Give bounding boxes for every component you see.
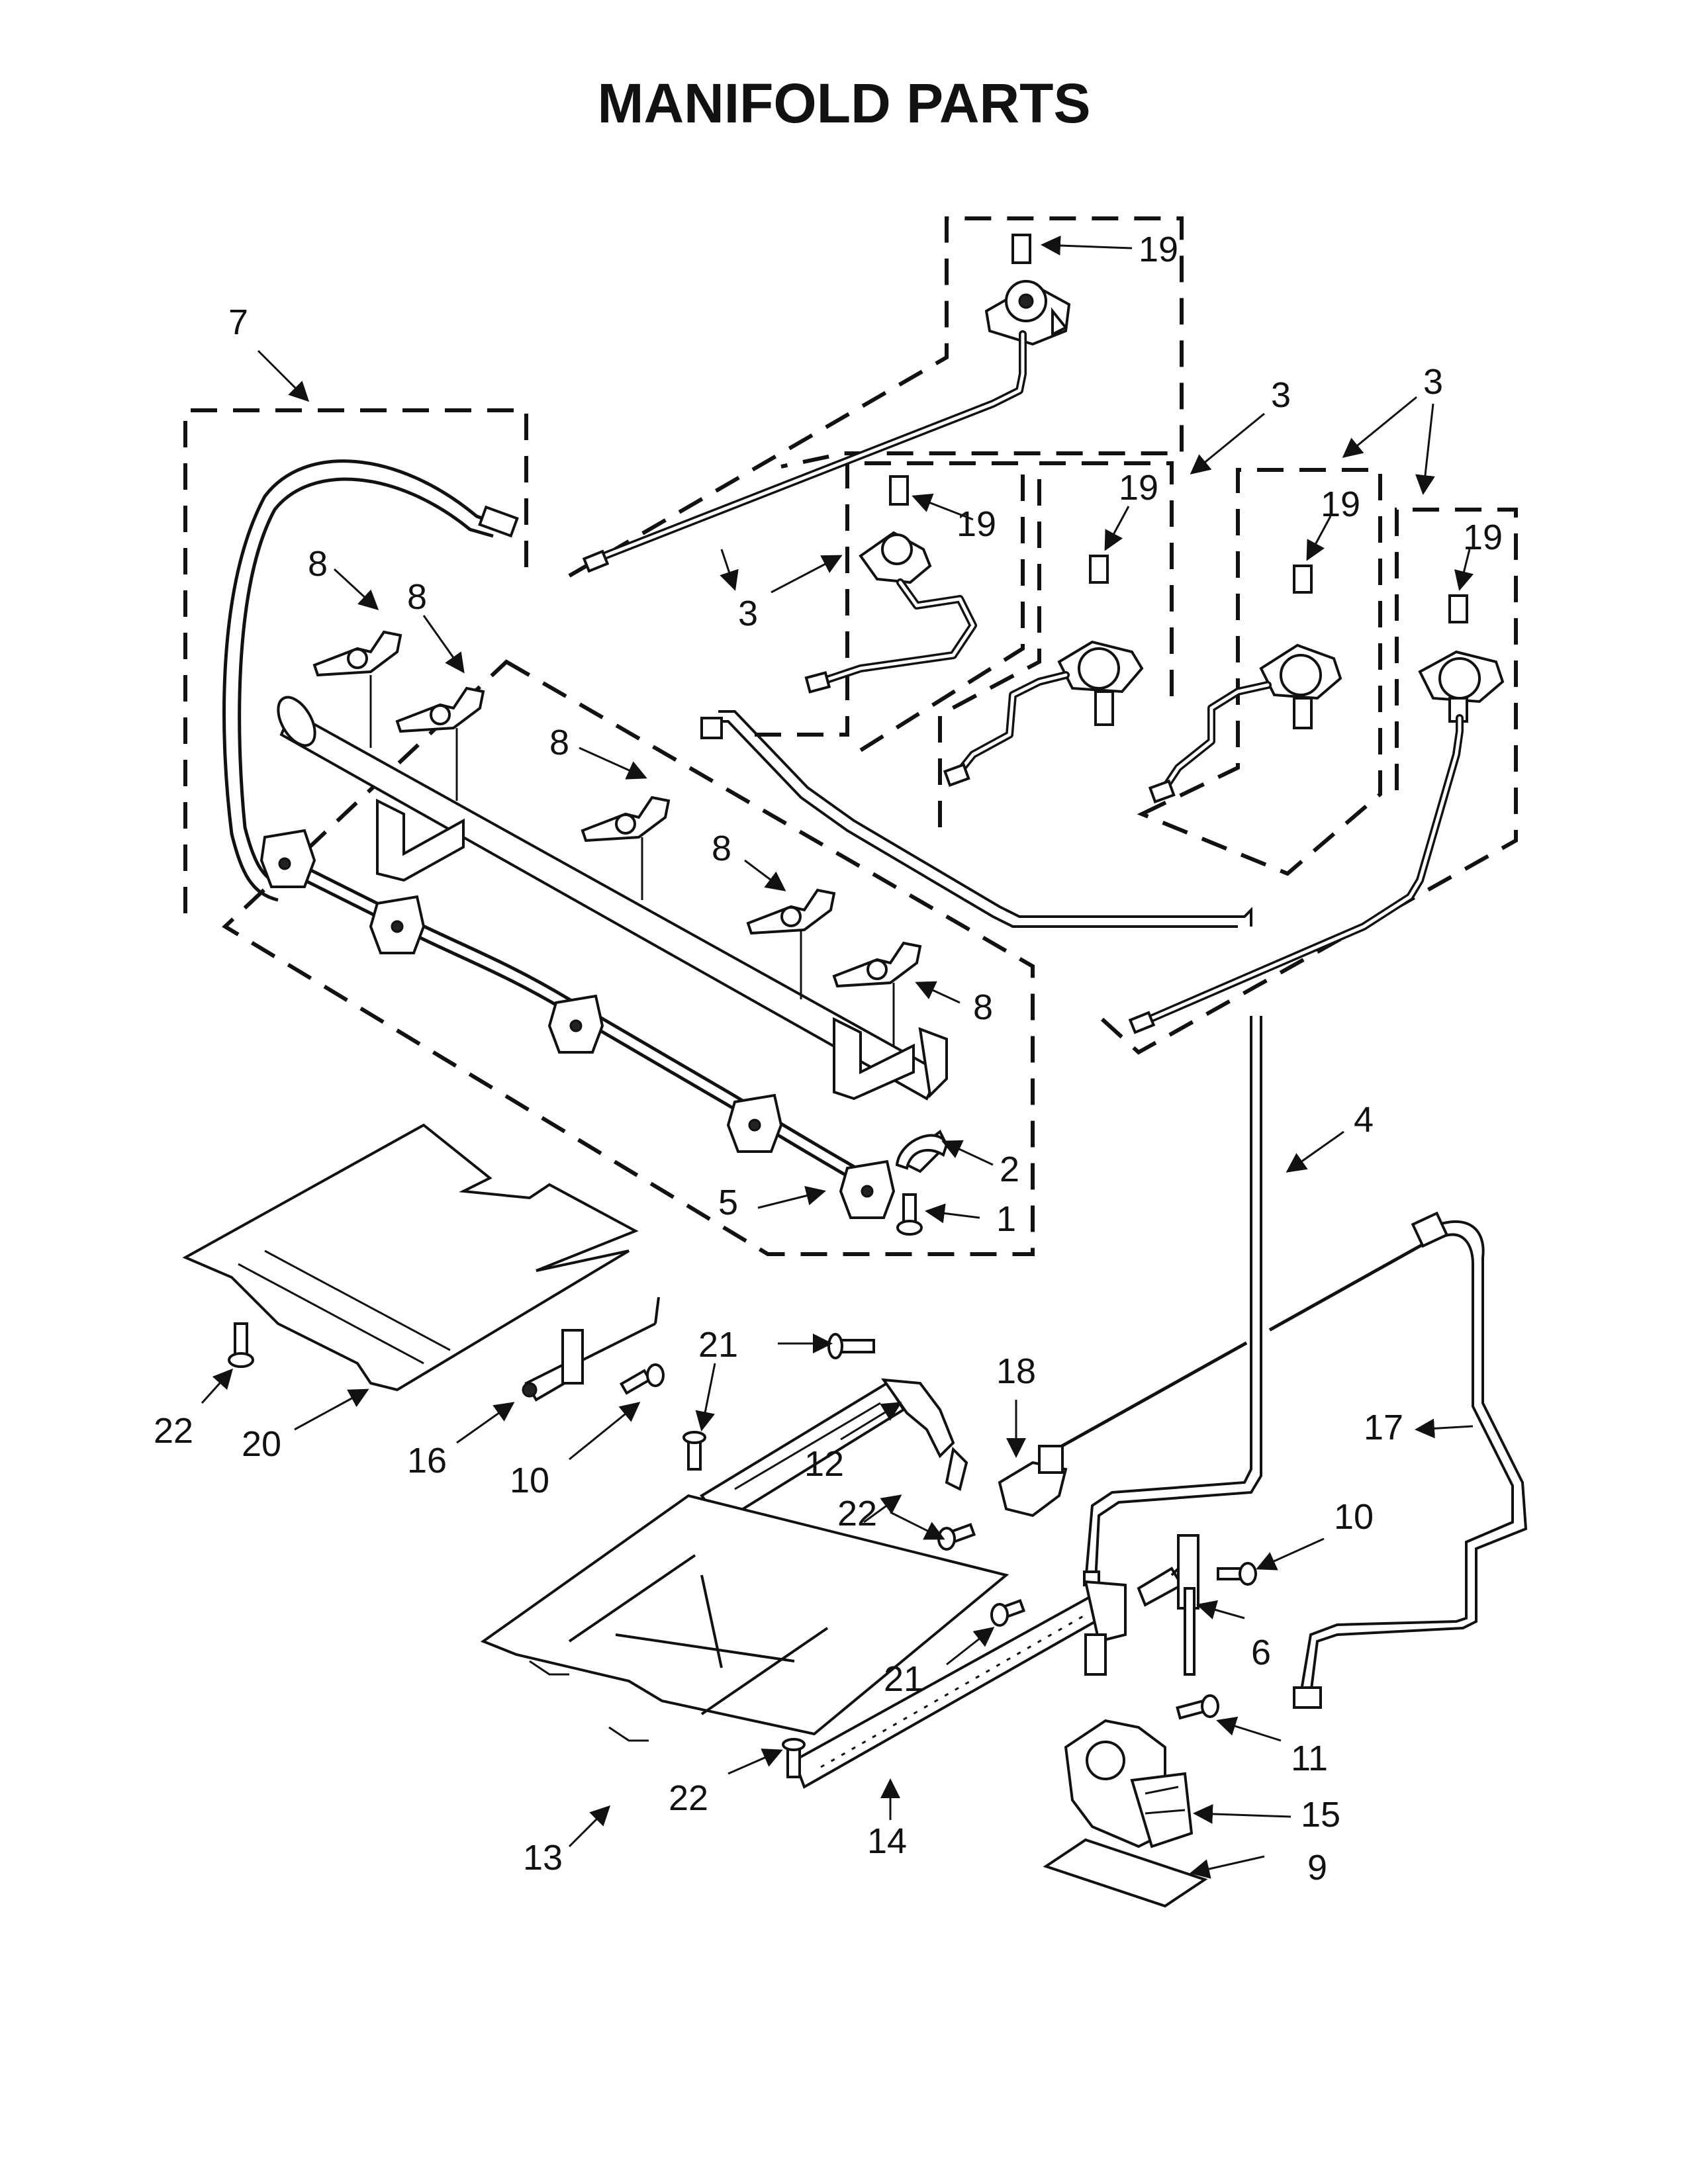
callout-14: 14 [867, 1821, 907, 1861]
callout-19: 19 [1321, 484, 1360, 524]
manifold-assembly [222, 459, 948, 1219]
callout-8: 8 [549, 723, 569, 762]
screw [682, 1431, 706, 1471]
oven-supply-tube [700, 710, 1262, 1586]
screw [896, 1193, 923, 1236]
callout-15: 15 [1301, 1795, 1340, 1835]
screw [619, 1363, 665, 1395]
callout-13: 13 [523, 1838, 563, 1878]
orifice-hood [581, 796, 671, 900]
bake-burner [700, 1378, 968, 1524]
callout-16: 16 [407, 1441, 447, 1480]
leader-arrows [201, 236, 1474, 1879]
manifold-bracket [895, 1129, 949, 1173]
callout-21: 21 [698, 1325, 738, 1365]
callout-3: 3 [1271, 375, 1291, 415]
screw [782, 1738, 806, 1778]
callout-10: 10 [1334, 1497, 1374, 1537]
orifice-hood [312, 630, 402, 748]
oven-thermostat [1064, 1719, 1194, 1848]
callout-7: 7 [228, 302, 248, 342]
assembly-boundaries [183, 216, 1518, 1256]
igniter-left [522, 1297, 660, 1402]
callout-22: 22 [669, 1778, 708, 1818]
callout-3: 3 [738, 594, 758, 633]
burner-valve-19-top [582, 234, 1071, 573]
screw [990, 1599, 1026, 1627]
valve-plate [1043, 1838, 1208, 1908]
callout-22: 22 [837, 1494, 877, 1533]
callout-8: 8 [973, 987, 993, 1027]
page-title: MANIFOLD PARTS [597, 72, 1090, 134]
screws [228, 1322, 1257, 1778]
callout-8: 8 [712, 829, 731, 868]
orifice-hood [746, 888, 836, 999]
callout-19: 19 [1139, 230, 1178, 269]
callout-1: 1 [996, 1199, 1016, 1239]
callout-9: 9 [1307, 1848, 1327, 1888]
burner-valve-19-third [943, 555, 1144, 787]
wire-clip [259, 829, 896, 1219]
orifice-hood [832, 941, 922, 1046]
regulator-tube [1055, 1211, 1528, 1709]
burner-valve-19-fourth [1148, 565, 1342, 803]
callout-12: 12 [804, 1444, 844, 1484]
callout-3: 3 [1423, 362, 1443, 402]
screw [1217, 1562, 1257, 1586]
igniter-right [1137, 1534, 1199, 1676]
callout-22: 22 [154, 1411, 193, 1451]
orifice-holders [312, 630, 922, 1046]
callout-8: 8 [407, 577, 427, 617]
burner-valve-19-second [804, 475, 977, 694]
screw [228, 1322, 254, 1368]
callout-6: 6 [1251, 1633, 1271, 1672]
callout-4: 4 [1354, 1100, 1374, 1140]
callout-10: 10 [510, 1461, 549, 1500]
callout-labels: 19 7 3 3 19 19 19 19 3 8 8 8 8 8 4 2 5 1… [154, 230, 1503, 1888]
screw [827, 1333, 875, 1359]
burner-valve-19-fifth [1128, 594, 1505, 1034]
callout-2: 2 [1000, 1150, 1019, 1189]
callout-17: 17 [1364, 1408, 1403, 1447]
callout-8: 8 [308, 544, 328, 584]
callout-11: 11 [1291, 1739, 1328, 1778]
orifice-hood [395, 686, 485, 801]
callout-18: 18 [996, 1351, 1036, 1391]
burner-plate [480, 1494, 1009, 1742]
screw [937, 1523, 976, 1551]
screw [1176, 1694, 1219, 1720]
heat-shield [182, 1123, 639, 1392]
callout-5: 5 [718, 1183, 738, 1222]
callout-20: 20 [242, 1424, 281, 1464]
callout-19: 19 [1119, 468, 1158, 508]
callout-19: 19 [957, 504, 996, 544]
elbow-fitting [998, 1445, 1068, 1518]
callout-19: 19 [1463, 518, 1503, 557]
callout-21: 21 [884, 1659, 923, 1699]
